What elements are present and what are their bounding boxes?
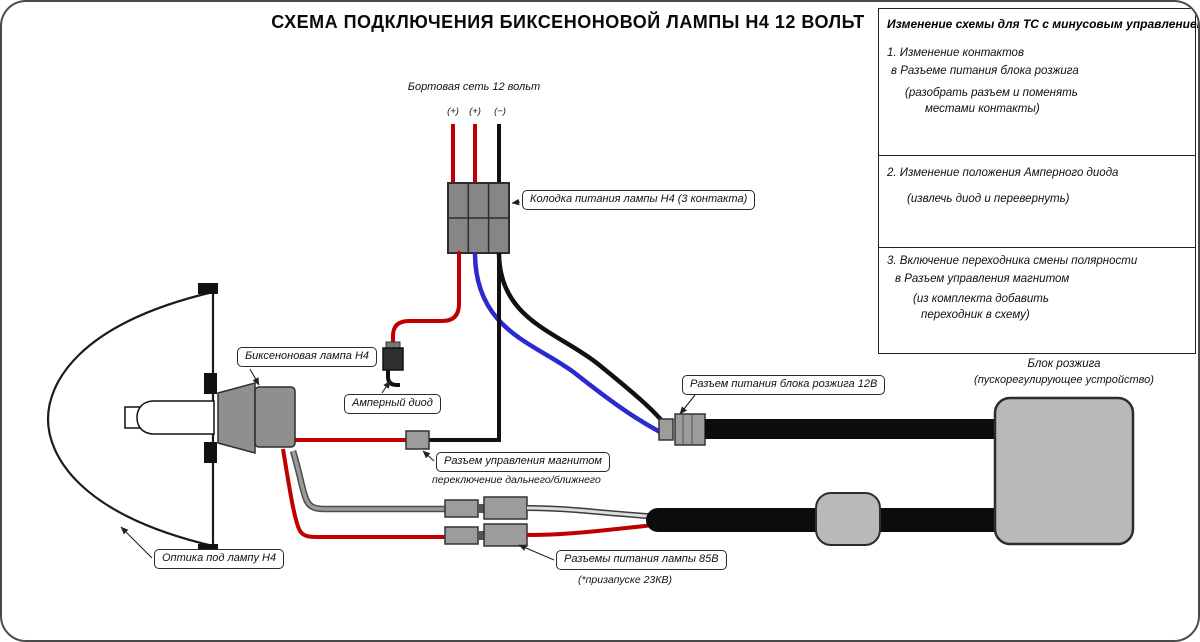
lamp-base-body [254,386,296,448]
magnet-label-line1: Разъем управления магнитом [436,452,610,472]
panel-divider-1 [879,155,1195,156]
terminal-minus: (−) [494,106,506,117]
panel-item2-line2: (извлечь диод и перевернуть) [907,193,1070,205]
ignition-12v-connector [658,413,706,446]
lamp85-connector-bottom [444,523,528,547]
callout-arrows [120,198,696,561]
arrow-diode [381,380,391,394]
ignition-block-label-line1: Блок розжига [1027,358,1101,370]
ignition-block [993,396,1135,546]
panel-item3-line4: переходник в схему) [921,309,1030,321]
wire-silver [526,506,665,519]
diode-label: Амперный диод [344,394,441,414]
lamp85-label-line1: Разъемы питания лампы 85В [556,550,727,570]
negative-control-panel: Изменение схемы для ТС с минусовым управ… [878,8,1198,354]
panel-item1-line2: в Разъеме питания блока розжига [891,65,1079,77]
kolodka-label: Колодка питания лампы Н4 (3 контакта) [522,190,756,210]
panel-item3-line3: (из комплекта добавить [913,293,1049,305]
panel-divider-2 [879,247,1195,248]
bixenon-lamp [124,373,296,463]
panel-item1-line1: 1. Изменение контактов [887,47,1024,59]
arrow-ignition-connector [679,394,696,415]
wire-black-to-magnet [429,253,501,442]
wire-gray [291,450,446,511]
arrow-lamp85 [518,544,555,561]
lamp-base-cone [217,382,256,454]
panel-item3-line2: в Разъем управления магнитом [895,273,1070,285]
panel-item1-line4: местами контакты) [925,103,1040,115]
magnet-label-line2: переключение дальнего/ближнего [432,474,601,486]
lamp85-label-line2: (*призапуске 23КВ) [578,574,672,586]
wire-blue-to-ignition [472,252,662,434]
magnet-connector [405,430,430,450]
wire-black-to-ignition [496,252,664,423]
panel-item1-line3: (разобрать разъем и поменять [905,87,1078,99]
lamp-glass [136,400,215,435]
ampere-diode [382,341,404,387]
terminal-plus1: (+) [447,106,459,117]
arrow-magnet [422,450,435,462]
lamp85-connector-top [444,496,528,520]
terminal-plus2: (+) [469,106,481,117]
panel-item2-line1: 2. Изменение положения Амперного диода [887,167,1119,179]
lamp-feed-block [447,182,510,254]
page-title: СХЕМА ПОДКЛЮЧЕНИЯ БИКСЕНОНОВОЙ ЛАМПЫ Н4 … [271,12,865,32]
panel-item3-line1: 3. Включение переходника смены полярност… [887,255,1138,267]
wire-gray-outline [289,450,446,513]
wire-red-to-cable [526,522,665,537]
lamp-label: Биксеноновая лампа Н4 [237,347,378,367]
panel-title: Изменение схемы для ТС с минусовым управ… [887,17,1200,31]
power-net-label: Бортовая сеть 12 вольт [407,81,541,93]
wire-to-diode [391,251,461,350]
lamp-clip-top [204,373,217,394]
arrow-optic [120,526,153,559]
supply-wires [451,124,501,186]
arrow-lamp [249,368,260,386]
optic-label: Оптика под лампу Н4 [154,549,285,569]
lamp-clip-bottom [204,442,217,463]
wire-red-lower [281,448,446,539]
ignition-connector-label: Разъем питания блока розжига 12В [682,375,886,395]
arrow-kolodka [511,198,521,206]
ignition-block-label-line2: (пускорегулирующее устройство) [974,374,1154,386]
optic-tab-top [198,283,218,294]
ferrite-bead [815,492,881,546]
